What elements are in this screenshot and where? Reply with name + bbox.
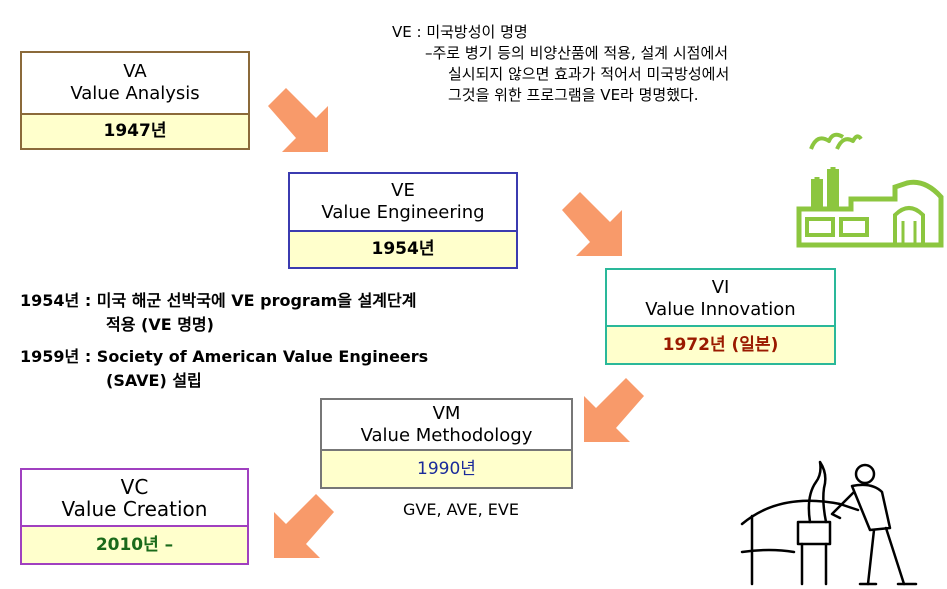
vm-full: Value Methodology bbox=[322, 425, 571, 447]
vm-abbr: VM bbox=[322, 403, 571, 425]
ve-box: VE Value Engineering 1954년 bbox=[288, 172, 518, 269]
vc-year: 2010년 – bbox=[22, 525, 247, 563]
vc-box: VC Value Creation 2010년 – bbox=[20, 468, 249, 565]
factory-icon bbox=[795, 127, 945, 252]
va-box: VA Value Analysis 1947년 bbox=[20, 51, 250, 150]
vm-variants: GVE, AVE, EVE bbox=[403, 499, 519, 520]
vc-full: Value Creation bbox=[22, 498, 247, 520]
worker-icon bbox=[740, 452, 930, 586]
arrow-vi-to-vm bbox=[576, 376, 646, 450]
va-full: Value Analysis bbox=[22, 83, 248, 105]
history-1954-line1: 1954년 : 미국 해군 선박국에 VE program을 설계단계 bbox=[20, 289, 428, 313]
history-1954-line2: 적용 (VE 명명) bbox=[20, 313, 428, 337]
ve-full: Value Engineering bbox=[290, 202, 516, 224]
ve-note-line3: 실시되지 않으면 효과가 적어서 미국방성에서 bbox=[392, 64, 729, 85]
history-1959-line1: 1959년 : Society of American Value Engine… bbox=[20, 345, 428, 369]
va-abbr: VA bbox=[22, 61, 248, 83]
ve-year: 1954년 bbox=[290, 230, 516, 267]
vm-box: VM Value Methodology 1990년 bbox=[320, 398, 573, 489]
ve-note: VE : 미국방성이 명명 –주로 병기 등의 비양산품에 적용, 설계 시점에… bbox=[392, 22, 729, 106]
arrow-vm-to-vc bbox=[266, 492, 336, 566]
vi-full: Value Innovation bbox=[607, 299, 834, 321]
vm-year: 1990년 bbox=[322, 449, 571, 487]
vi-year: 1972년 (일본) bbox=[607, 325, 834, 363]
history-1959-line2: (SAVE) 설립 bbox=[20, 369, 428, 393]
vi-box: VI Value Innovation 1972년 (일본) bbox=[605, 268, 836, 365]
history-note: 1954년 : 미국 해군 선박국에 VE program을 설계단계 적용 (… bbox=[20, 289, 428, 393]
vc-abbr: VC bbox=[22, 476, 247, 498]
ve-note-line2: –주로 병기 등의 비양산품에 적용, 설계 시점에서 bbox=[392, 43, 729, 64]
arrow-va-to-ve bbox=[266, 86, 336, 160]
arrow-ve-to-vi bbox=[560, 190, 630, 264]
va-year: 1947년 bbox=[22, 113, 248, 148]
vi-abbr: VI bbox=[607, 277, 834, 299]
ve-note-line4: 그것을 위한 프로그램을 VE라 명명했다. bbox=[392, 85, 729, 106]
ve-abbr: VE bbox=[290, 180, 516, 202]
ve-note-line1: VE : 미국방성이 명명 bbox=[392, 22, 729, 43]
